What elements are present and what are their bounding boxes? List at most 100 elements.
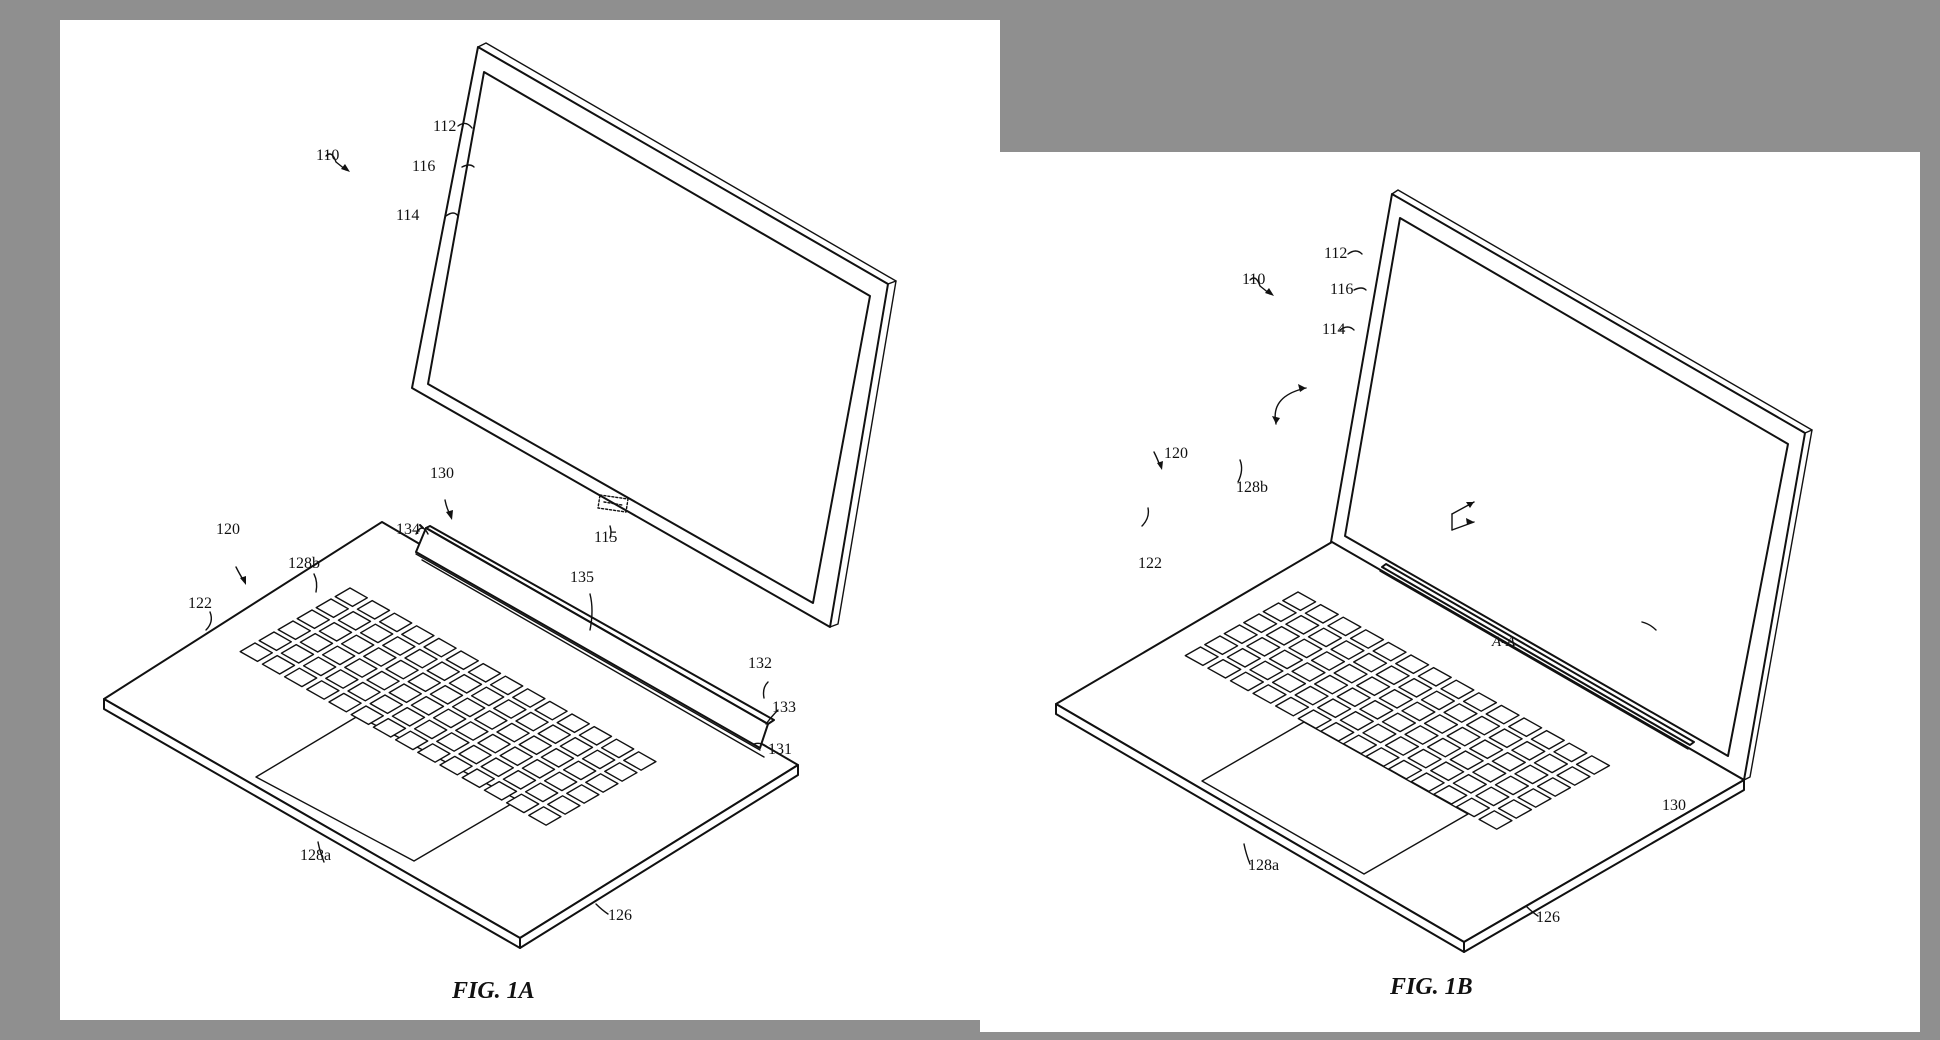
key: [302, 656, 337, 677]
key: [499, 746, 533, 767]
key: [1365, 747, 1400, 767]
key: [1207, 658, 1242, 679]
key: [1514, 764, 1549, 785]
key: [600, 738, 635, 759]
key: [1362, 723, 1397, 744]
key: [448, 673, 483, 694]
key: [382, 636, 416, 656]
key: [394, 730, 429, 751]
key: [1443, 703, 1478, 723]
key: [404, 648, 438, 669]
key: [547, 795, 581, 815]
reference-labels-1b: 112 110 116 114 120 128b 122 A-A 130 128…: [1138, 245, 1686, 926]
key: [528, 806, 562, 826]
key: [474, 710, 508, 730]
key: [1533, 753, 1568, 774]
key: [321, 645, 356, 666]
rotation-arrow: [1272, 384, 1307, 425]
key: [306, 680, 340, 700]
key: [337, 610, 372, 631]
key: [477, 733, 511, 754]
key: [410, 695, 445, 716]
keyboard-128b: [239, 587, 657, 826]
key: [455, 721, 489, 741]
key: [1291, 662, 1326, 682]
key: [283, 667, 318, 688]
key: [1449, 750, 1484, 771]
key: [407, 672, 441, 693]
key: [385, 659, 419, 680]
key: [1478, 810, 1513, 830]
key: [1469, 739, 1504, 760]
label-116: 116: [412, 158, 435, 175]
label-120: 120: [1164, 445, 1188, 462]
key: [391, 706, 426, 727]
key: [581, 749, 616, 770]
key: [493, 699, 527, 719]
label-130: 130: [1662, 797, 1686, 814]
key: [258, 631, 293, 652]
key: [461, 768, 495, 789]
label-115: 115: [594, 529, 617, 546]
key: [1375, 665, 1410, 686]
key: [1427, 737, 1462, 758]
key: [261, 654, 296, 675]
key: [559, 736, 594, 757]
key: [366, 670, 400, 691]
key: [1249, 660, 1284, 681]
key: [1333, 663, 1368, 684]
key: [325, 669, 359, 689]
label-128b: 128b: [288, 555, 320, 572]
key: [1553, 742, 1588, 763]
key: [378, 612, 413, 633]
key: [543, 771, 578, 792]
keyboard-128b: [1184, 591, 1611, 830]
key: [1184, 646, 1219, 667]
key: [372, 717, 407, 738]
key: [1288, 638, 1323, 659]
key: [1275, 696, 1310, 717]
key: [1304, 603, 1339, 624]
key: [1265, 625, 1300, 646]
label-131: 131: [768, 741, 792, 758]
key: [1410, 772, 1445, 793]
key: [451, 697, 486, 718]
key: [524, 782, 559, 803]
key: [315, 598, 349, 619]
figure-caption: FIG. 1A: [451, 978, 535, 1004]
key: [239, 642, 274, 663]
key: [1395, 654, 1430, 675]
leader-lines-1a: [205, 122, 779, 915]
key: [1417, 666, 1452, 687]
label-130: 130: [430, 465, 454, 482]
key: [388, 683, 422, 704]
key: [1575, 755, 1611, 775]
label-128a: 128a: [300, 847, 331, 864]
key: [537, 724, 571, 745]
key: [1317, 698, 1352, 719]
key: [1381, 712, 1416, 733]
figure-1a-drawing: 112 110 116 114 130 115 134 120 128b 135…: [103, 42, 897, 1004]
key: [540, 747, 575, 768]
connector-115: [597, 494, 629, 513]
key: [1372, 641, 1407, 662]
key: [502, 769, 537, 790]
key: [1307, 627, 1342, 648]
key: [505, 793, 540, 814]
key: [489, 675, 524, 696]
key: [1229, 671, 1264, 692]
key: [1556, 766, 1591, 786]
key: [1356, 676, 1391, 697]
key: [1475, 786, 1510, 807]
key: [350, 705, 384, 726]
key: [1491, 751, 1526, 772]
key: [1452, 773, 1487, 794]
key: [1488, 728, 1523, 749]
key: [1252, 684, 1287, 704]
key: [423, 637, 457, 658]
key: [623, 751, 657, 771]
key: [1342, 734, 1377, 755]
key: [1388, 759, 1423, 780]
key: [429, 684, 464, 705]
key: [1440, 679, 1475, 700]
